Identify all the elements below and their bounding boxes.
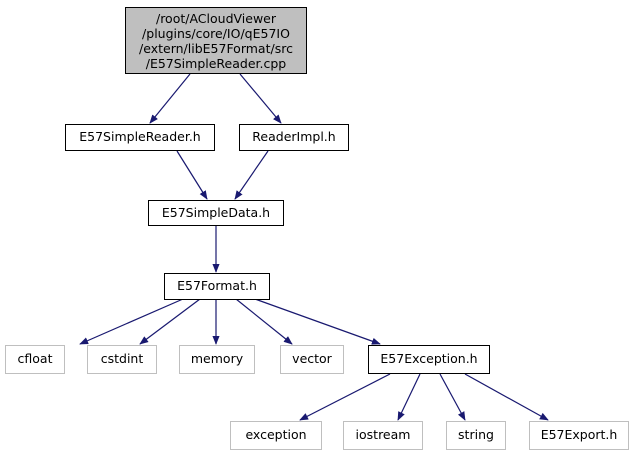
root-path-line-3: /extern/libE57Format/src: [139, 40, 293, 56]
edge-e57format-h-to-cstdint: [139, 298, 201, 345]
node-e57export-h: E57Export.h: [529, 421, 629, 450]
root-path-line-2: /plugins/core/IO/qE57IO: [142, 25, 290, 41]
edge-root-to-readerimpl-h: [239, 73, 282, 124]
node-memory: memory: [179, 345, 255, 374]
node-vector: vector: [280, 345, 344, 374]
edge-e57format-h-to-e57exception-h: [254, 298, 381, 345]
edge-e57exception-h-to-iostream: [397, 373, 421, 421]
root-file-node: /root/ACloudViewer /plugins/core/IO/qE57…: [125, 7, 307, 74]
root-path-line-4: /E57SimpleReader.cpp: [145, 55, 287, 71]
root-path-line-1: /root/ACloudViewer: [155, 10, 276, 26]
edge-e57format-h-to-vector: [235, 298, 293, 345]
node-cstdint: cstdint: [87, 345, 157, 374]
node-readerimpl-h[interactable]: ReaderImpl.h: [239, 124, 349, 151]
node-exception: exception: [230, 421, 322, 450]
edge-e57exception-h-to-exception: [299, 373, 391, 421]
edge-e57exception-h-to-e57export-h: [464, 373, 549, 421]
edge-e57format-h-to-cfloat: [79, 298, 184, 345]
node-cfloat: cfloat: [5, 345, 65, 374]
edge-readerimpl-h-to-e57simpledata-h: [234, 150, 269, 200]
node-string: string: [446, 421, 506, 450]
node-e57exception-h[interactable]: E57Exception.h: [368, 345, 490, 374]
node-e57format-h[interactable]: E57Format.h: [164, 273, 270, 300]
edge-root-to-e57simplereader-h: [149, 73, 191, 124]
node-iostream: iostream: [343, 421, 423, 450]
node-e57simplereader-h[interactable]: E57SimpleReader.h: [65, 124, 215, 151]
edge-e57exception-h-to-string: [439, 373, 466, 421]
node-e57simpledata-h[interactable]: E57SimpleData.h: [148, 200, 284, 226]
edge-e57simplereader-h-to-e57simpledata-h: [176, 150, 208, 200]
